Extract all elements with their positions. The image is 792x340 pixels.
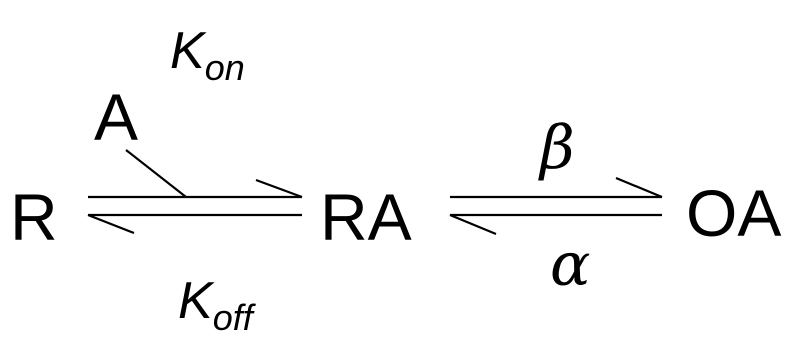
rate-k-on-symbol: K (170, 22, 207, 80)
rate-alpha-closing: α (550, 230, 591, 300)
gating-forward-arrow-head (615, 176, 663, 199)
species-open-state: OA (686, 176, 781, 250)
species-bound-receptor: RA (320, 180, 412, 254)
rate-k-off-subscript: off (213, 297, 257, 338)
rate-k-on-subscript: on (205, 47, 245, 88)
rate-beta-opening: β (538, 113, 575, 183)
species-agonist: A (94, 80, 138, 154)
agonist-entry-line (125, 149, 187, 198)
binding-forward-arrow-head (255, 178, 303, 199)
gating-reverse-arrow-head (449, 213, 497, 236)
species-receptor: R (10, 180, 58, 254)
gating-equilibrium-arrows (449, 176, 663, 236)
rate-k-on-label: Kon (170, 22, 245, 88)
binding-equilibrium-arrows (87, 149, 303, 235)
rate-k-off-symbol: K (178, 272, 215, 330)
binding-reverse-arrow-head (87, 213, 135, 235)
rate-k-off-label: Koff (178, 272, 257, 338)
